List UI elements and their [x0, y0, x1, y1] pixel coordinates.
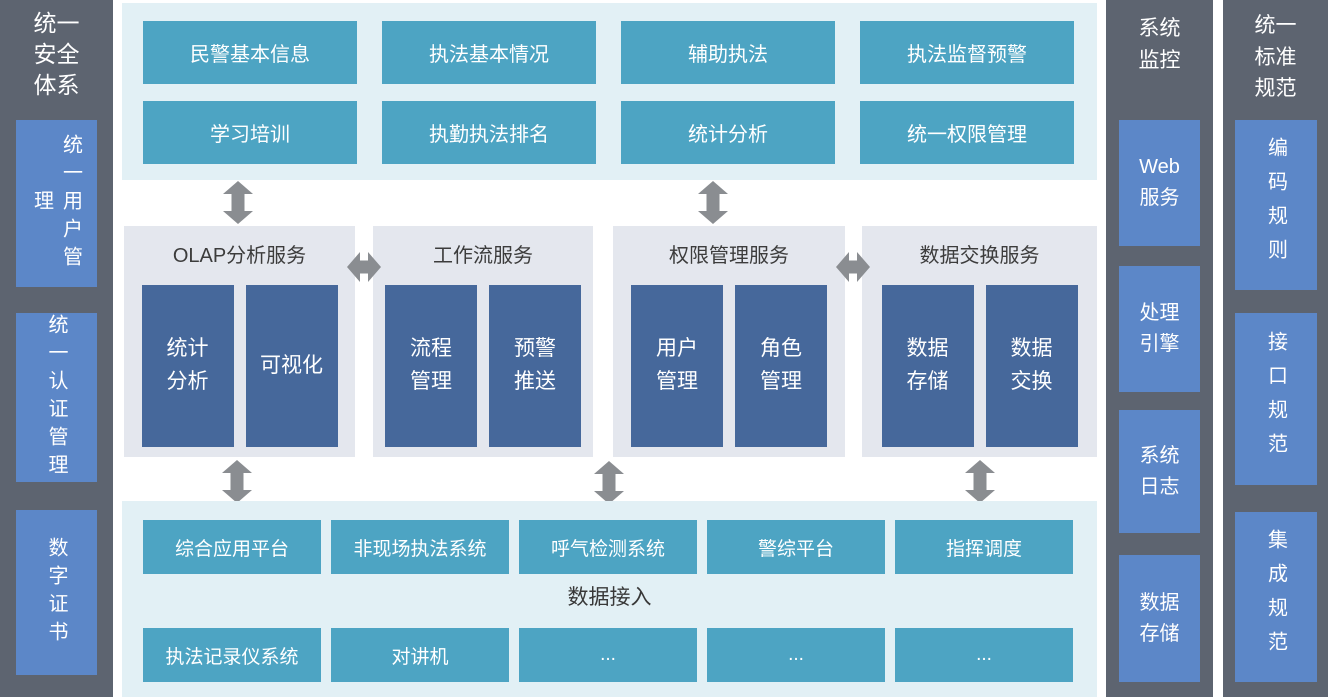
- service-group-permission-management: 权限管理服务 用户 管理 角色 管理: [613, 226, 845, 457]
- system-monitoring-column: 系统 监控 Web 服务 处理 引擎 系统 日志 数据 存储: [1106, 0, 1213, 697]
- security-item-unified-user-management: 统一用户管理: [16, 120, 97, 287]
- data-access-label: 数据接入: [567, 586, 652, 609]
- double-arrow-vertical-icon: [223, 181, 253, 224]
- service-box-data-storage: 数据 存储: [881, 285, 974, 447]
- service-box-visualization: 可视化: [245, 285, 338, 447]
- service-box-statistical-analysis: 统计 分析: [141, 285, 234, 447]
- service-group-data-exchange: 数据交换服务 数据 存储 数据 交换: [862, 226, 1097, 457]
- source-offsite-enforcement-system: 非现场执法系统: [331, 520, 509, 574]
- system-monitoring-title: 系统 监控: [1138, 17, 1181, 72]
- double-arrow-horizontal-icon: [347, 252, 381, 282]
- service-group-title: 权限管理服务: [669, 245, 789, 267]
- module-duty-enforcement-ranking: 执勤执法排名: [382, 101, 596, 164]
- service-group-title: OLAP分析服务: [172, 245, 307, 267]
- standard-integration-spec: 集成规范: [1235, 512, 1317, 682]
- monitor-data-storage: 数据 存储: [1119, 555, 1200, 682]
- monitor-system-log: 系统 日志: [1119, 410, 1200, 533]
- source-comprehensive-app-platform: 综合应用平台: [143, 520, 321, 574]
- service-box-data-exchange: 数据 交换: [985, 285, 1078, 447]
- module-enforcement-basic-situation: 执法基本情况: [382, 21, 596, 84]
- unified-security-column: 统一 安全 体系 统一用户管理 统一认证管理 数字证书: [0, 0, 113, 697]
- data-source-row-systems: 综合应用平台 非现场执法系统 呼气检测系统 警综平台 指挥调度: [143, 520, 1073, 692]
- source-intercom: 对讲机: [331, 628, 509, 682]
- service-box-warning-push: 预警 推送: [489, 285, 581, 447]
- standard-interface-spec: 接口规范: [1235, 313, 1317, 485]
- source-breath-test-system: 呼气检测系统: [519, 520, 697, 574]
- service-group-title: 数据交换服务: [919, 245, 1040, 267]
- service-group-workflow: 工作流服务 流程 管理 预警 推送: [373, 226, 593, 457]
- double-arrow-horizontal-icon: [836, 252, 870, 282]
- unified-standards-column: 统一 标准 规范 编码规则 接口规范 集成规范: [1223, 0, 1328, 697]
- data-access-panel: 综合应用平台 非现场执法系统 呼气检测系统 警综平台 指挥调度 数据接入 执法记…: [122, 501, 1097, 697]
- module-enforcement-supervision-warning: 执法监督预警: [860, 21, 1074, 84]
- double-arrow-vertical-icon: [698, 181, 728, 224]
- application-modules-grid: 民警基本信息 执法基本情况 辅助执法 执法监督预警 学习培训 执勤执法排名 统计…: [143, 21, 1074, 164]
- standard-coding-rules: 编码规则: [1235, 120, 1317, 290]
- monitor-web-service: Web 服务: [1119, 120, 1200, 246]
- source-body-camera-system: 执法记录仪系统: [143, 628, 321, 682]
- double-arrow-vertical-icon: [965, 460, 995, 503]
- source-command-dispatch: 指挥调度: [895, 520, 1073, 574]
- unified-standards-title: 统一 标准 规范: [1254, 14, 1297, 100]
- security-item-digital-certificate: 数字证书: [16, 510, 97, 675]
- service-box-process-management: 流程 管理: [385, 285, 477, 447]
- module-assisted-enforcement: 辅助执法: [621, 21, 835, 84]
- double-arrow-vertical-icon: [594, 461, 624, 504]
- service-group-title: 工作流服务: [433, 245, 533, 267]
- source-police-comprehensive-platform: 警综平台: [707, 520, 885, 574]
- service-box-role-management: 角色 管理: [735, 285, 827, 447]
- double-arrow-vertical-icon: [222, 460, 252, 503]
- unified-security-title: 统一 安全 体系: [33, 10, 80, 99]
- source-ellipsis: ...: [895, 628, 1073, 682]
- service-box-user-management: 用户 管理: [631, 285, 723, 447]
- module-unified-permission-management: 统一权限管理: [860, 101, 1074, 164]
- module-police-basic-info: 民警基本信息: [143, 21, 357, 84]
- source-ellipsis: ...: [707, 628, 885, 682]
- module-learning-training: 学习培训: [143, 101, 357, 164]
- module-statistical-analysis: 统计分析: [621, 101, 835, 164]
- source-ellipsis: ...: [519, 628, 697, 682]
- monitor-processing-engine: 处理 引擎: [1119, 266, 1200, 392]
- data-source-row-devices: 执法记录仪系统 对讲机 ... ... ...: [143, 628, 1073, 697]
- application-modules-panel: 民警基本信息 执法基本情况 辅助执法 执法监督预警 学习培训 执勤执法排名 统计…: [122, 3, 1097, 180]
- security-item-unified-auth-management: 统一认证管理: [16, 313, 97, 482]
- service-group-olap-analysis: OLAP分析服务 统计 分析 可视化: [124, 226, 355, 457]
